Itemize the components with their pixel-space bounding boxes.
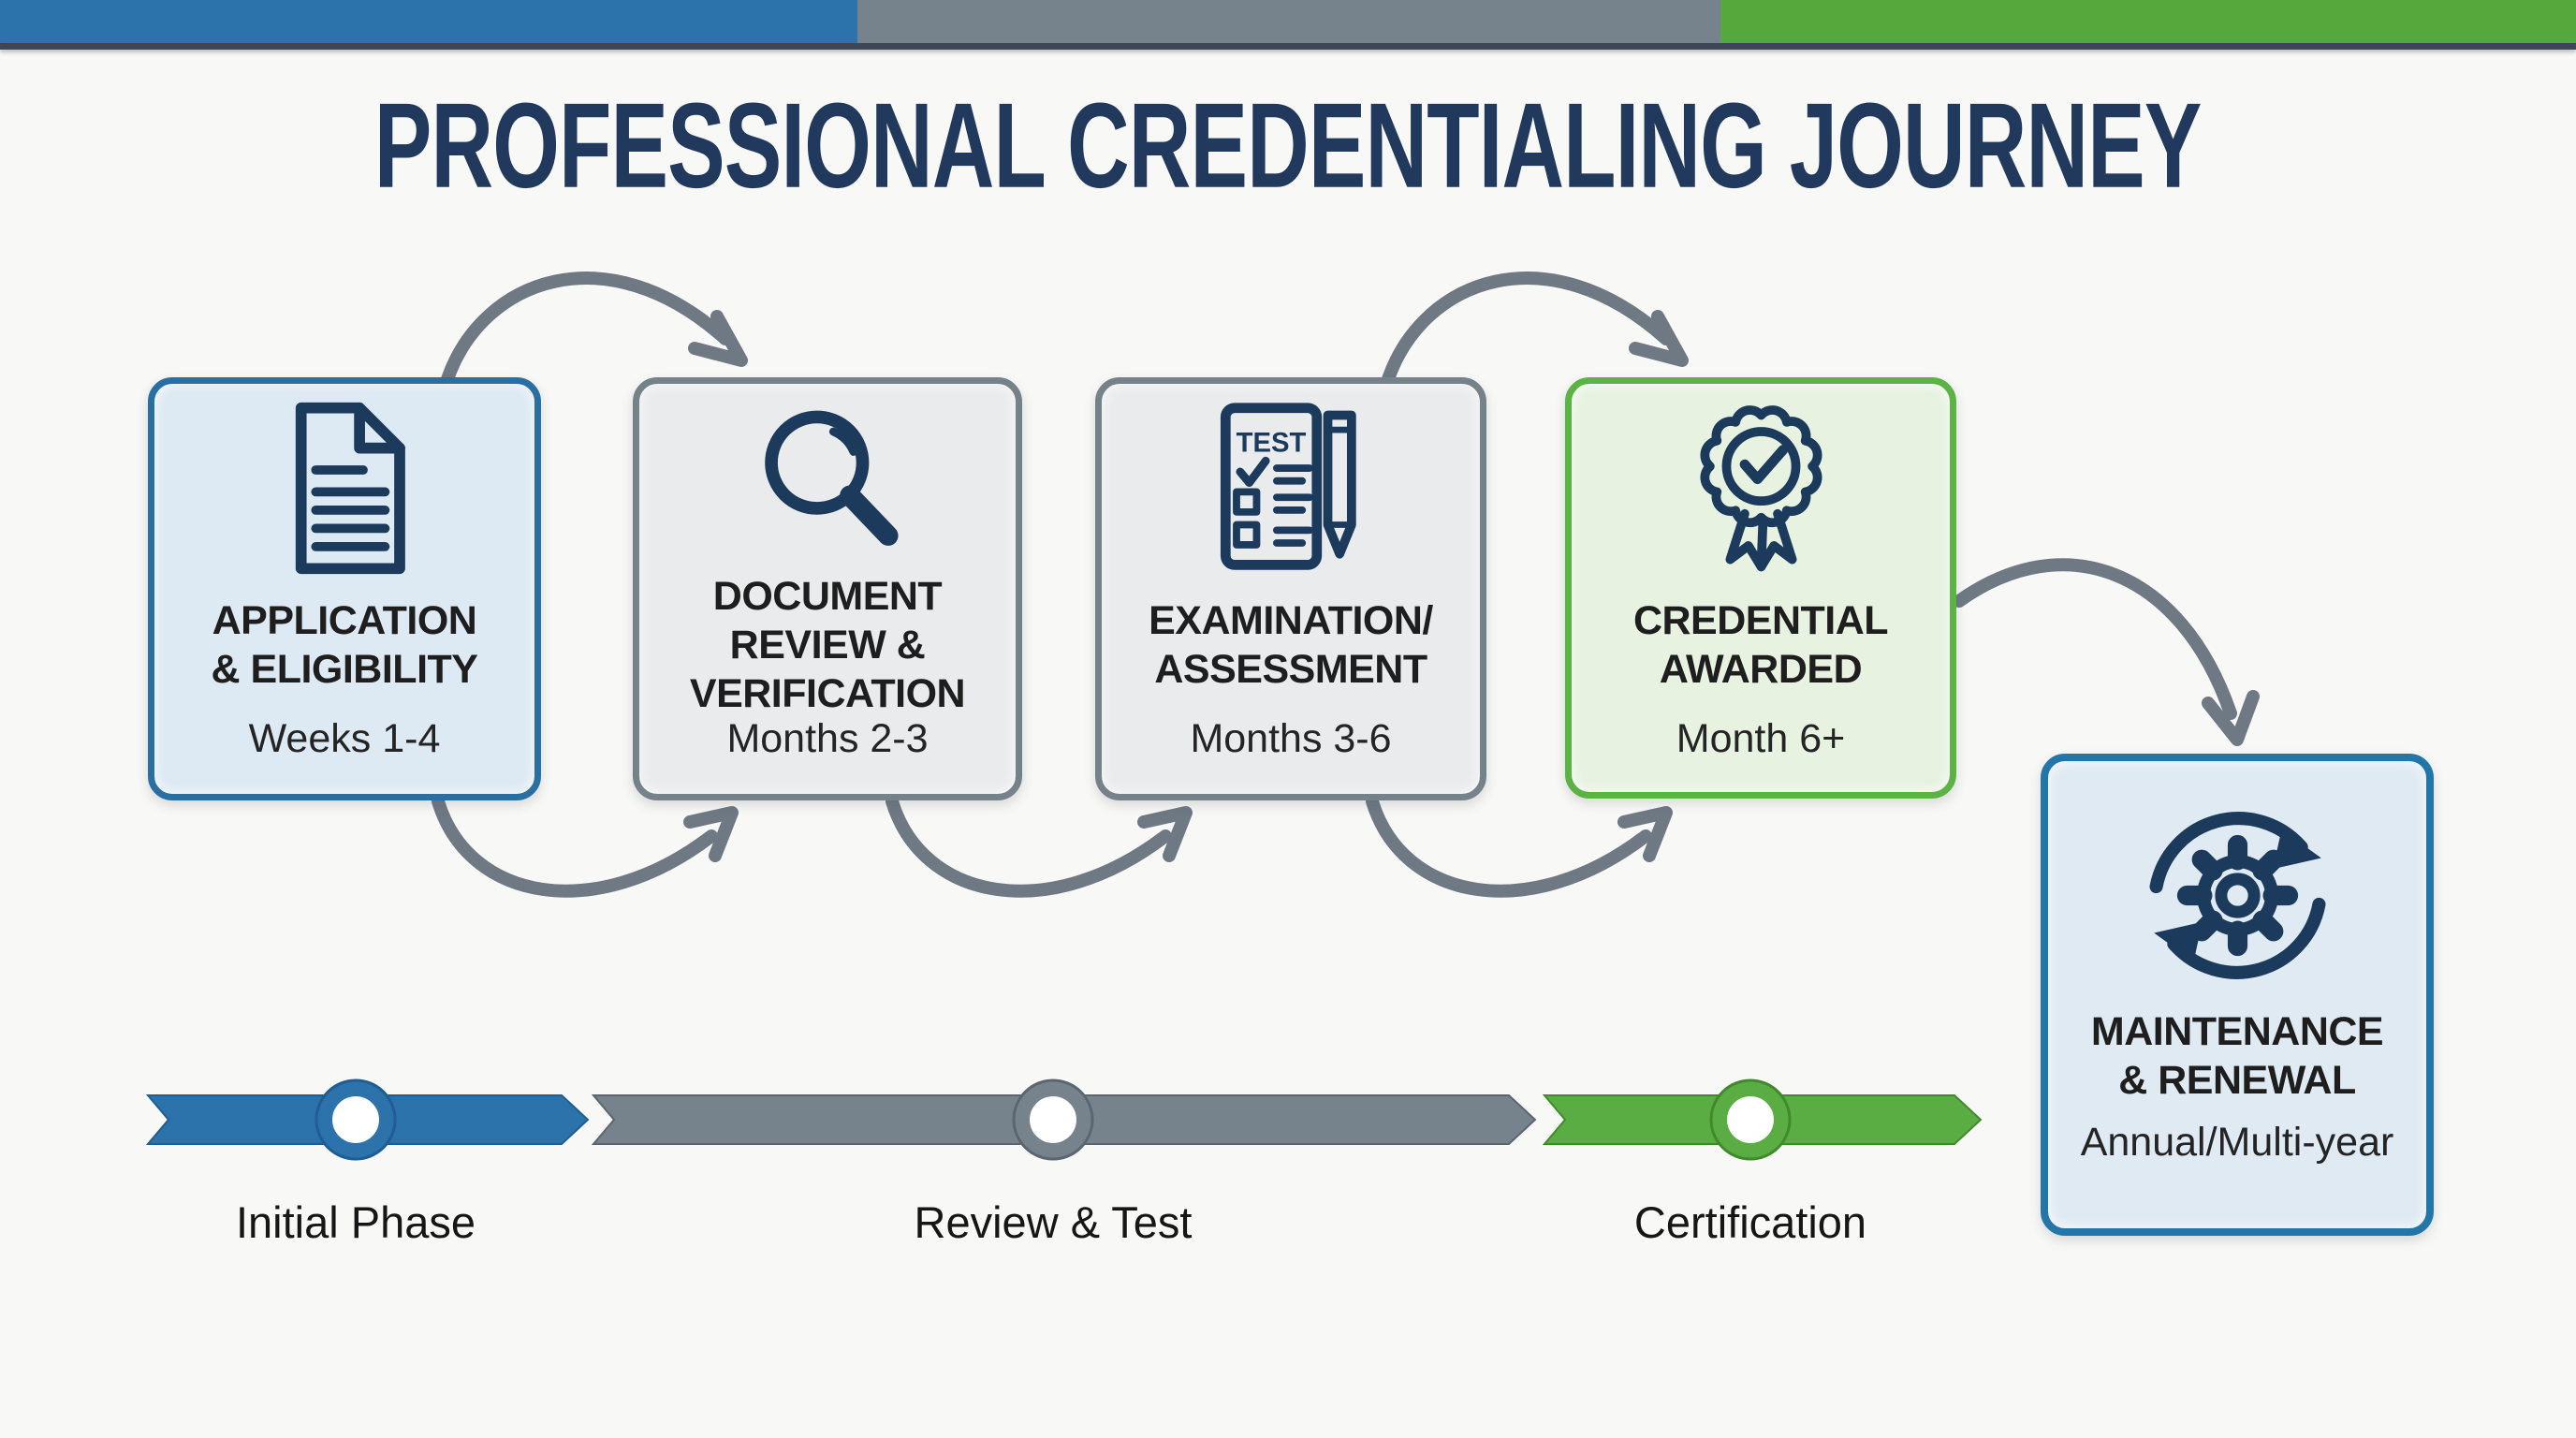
magnifier-icon xyxy=(737,397,919,580)
award-icon xyxy=(1670,397,1852,580)
stage-title-line: REVIEW & xyxy=(729,623,926,668)
arrow-stage3-stage4-bottom xyxy=(1366,795,1652,898)
stage-card-document-review: DOCUMENT REVIEW & VERIFICATION Months 2-… xyxy=(633,377,1022,800)
arrow-stage3-stage4-top xyxy=(1382,271,1673,386)
stage-title: DOCUMENT REVIEW & VERIFICATION xyxy=(690,574,966,716)
topbar-underline xyxy=(0,43,2576,50)
stage-title: APPLICATION & ELIGIBILITY xyxy=(212,580,478,711)
timeline-bar xyxy=(145,1078,1983,1161)
stage-title-line: DOCUMENT xyxy=(712,574,943,619)
stage-duration: Months 3-6 xyxy=(1190,716,1392,761)
stage-title-line: EXAMINATION/ xyxy=(1149,598,1433,643)
test-icon: TEST xyxy=(1200,397,1383,580)
stage-title: CREDENTIAL AWARDED xyxy=(1632,580,1889,711)
stage-card-application: APPLICATION & ELIGIBILITY Weeks 1-4 xyxy=(148,377,541,800)
stage-title-line: & ELIGIBILITY xyxy=(211,647,478,692)
stage-duration: Annual/Multi-year xyxy=(2080,1120,2394,1165)
stage-duration: Weeks 1-4 xyxy=(248,716,441,761)
timeline-label-certification: Certification xyxy=(1633,1197,1867,1247)
renewal-icon xyxy=(2128,785,2348,1005)
arrow-stage1-stage2-bottom xyxy=(432,795,718,898)
arrow-stage3-stage4-bottom-head xyxy=(1617,806,1673,862)
timeline-segment-review xyxy=(591,1094,1537,1145)
stage-title: MAINTENANCE & RENEWAL xyxy=(2090,1007,2384,1105)
arrow-stage4-stage5-side-head xyxy=(2202,690,2260,746)
arrow-stage3-stage4-top-head xyxy=(1629,310,1689,367)
document-icon xyxy=(254,397,436,580)
stage-card-examination: TEST EXAMINATION/ ASSESSMENT Months 3-6 xyxy=(1095,377,1486,800)
page-title: PROFESSIONAL CREDENTIALING JOURNEY xyxy=(374,78,2203,213)
stage-title-line: & RENEWAL xyxy=(2118,1058,2356,1103)
timeline-marker-review xyxy=(1012,1078,1094,1161)
test-icon-label: TEST xyxy=(1236,429,1306,459)
arrow-stage1-stage2-bottom-head xyxy=(683,806,739,862)
stage-title-line: APPLICATION xyxy=(212,598,477,643)
timeline-marker-initial xyxy=(315,1078,397,1161)
stage-title-line: MAINTENANCE xyxy=(2090,1009,2384,1054)
timeline-label-initial-phase: Initial Phase xyxy=(235,1197,476,1247)
timeline-label-review-test: Review & Test xyxy=(914,1197,1193,1247)
stage-card-maintenance-renewal: MAINTENANCE & RENEWAL Annual/Multi-year xyxy=(2041,754,2434,1236)
topbar-segment-green xyxy=(1720,0,2576,43)
arrow-stage2-stage3-bottom-head xyxy=(1137,806,1193,862)
arrow-stage1-stage2-top xyxy=(441,271,732,386)
timeline-segment-certification xyxy=(1542,1094,1983,1145)
stage-title-line: ASSESSMENT xyxy=(1154,647,1427,692)
stage-duration: Months 2-3 xyxy=(726,716,929,761)
stage-card-credential-awarded: CREDENTIAL AWARDED Month 6+ xyxy=(1565,377,1956,799)
topbar-segment-blue xyxy=(0,0,857,43)
stage-title: EXAMINATION/ ASSESSMENT xyxy=(1149,580,1433,711)
timeline-marker-certification xyxy=(1709,1078,1792,1161)
stage-title-line: VERIFICATION xyxy=(689,671,966,716)
timeline-segment-initial xyxy=(145,1094,590,1145)
arrow-stage4-stage5-side xyxy=(1953,558,2237,720)
stage-title-line: CREDENTIAL xyxy=(1632,598,1889,643)
arrow-stage1-stage2-top-head xyxy=(688,310,748,367)
stage-duration: Month 6+ xyxy=(1676,716,1846,761)
stage-title-line: AWARDED xyxy=(1659,647,1863,692)
arrow-stage2-stage3-bottom xyxy=(886,795,1172,898)
topbar-segment-gray xyxy=(857,0,1720,43)
